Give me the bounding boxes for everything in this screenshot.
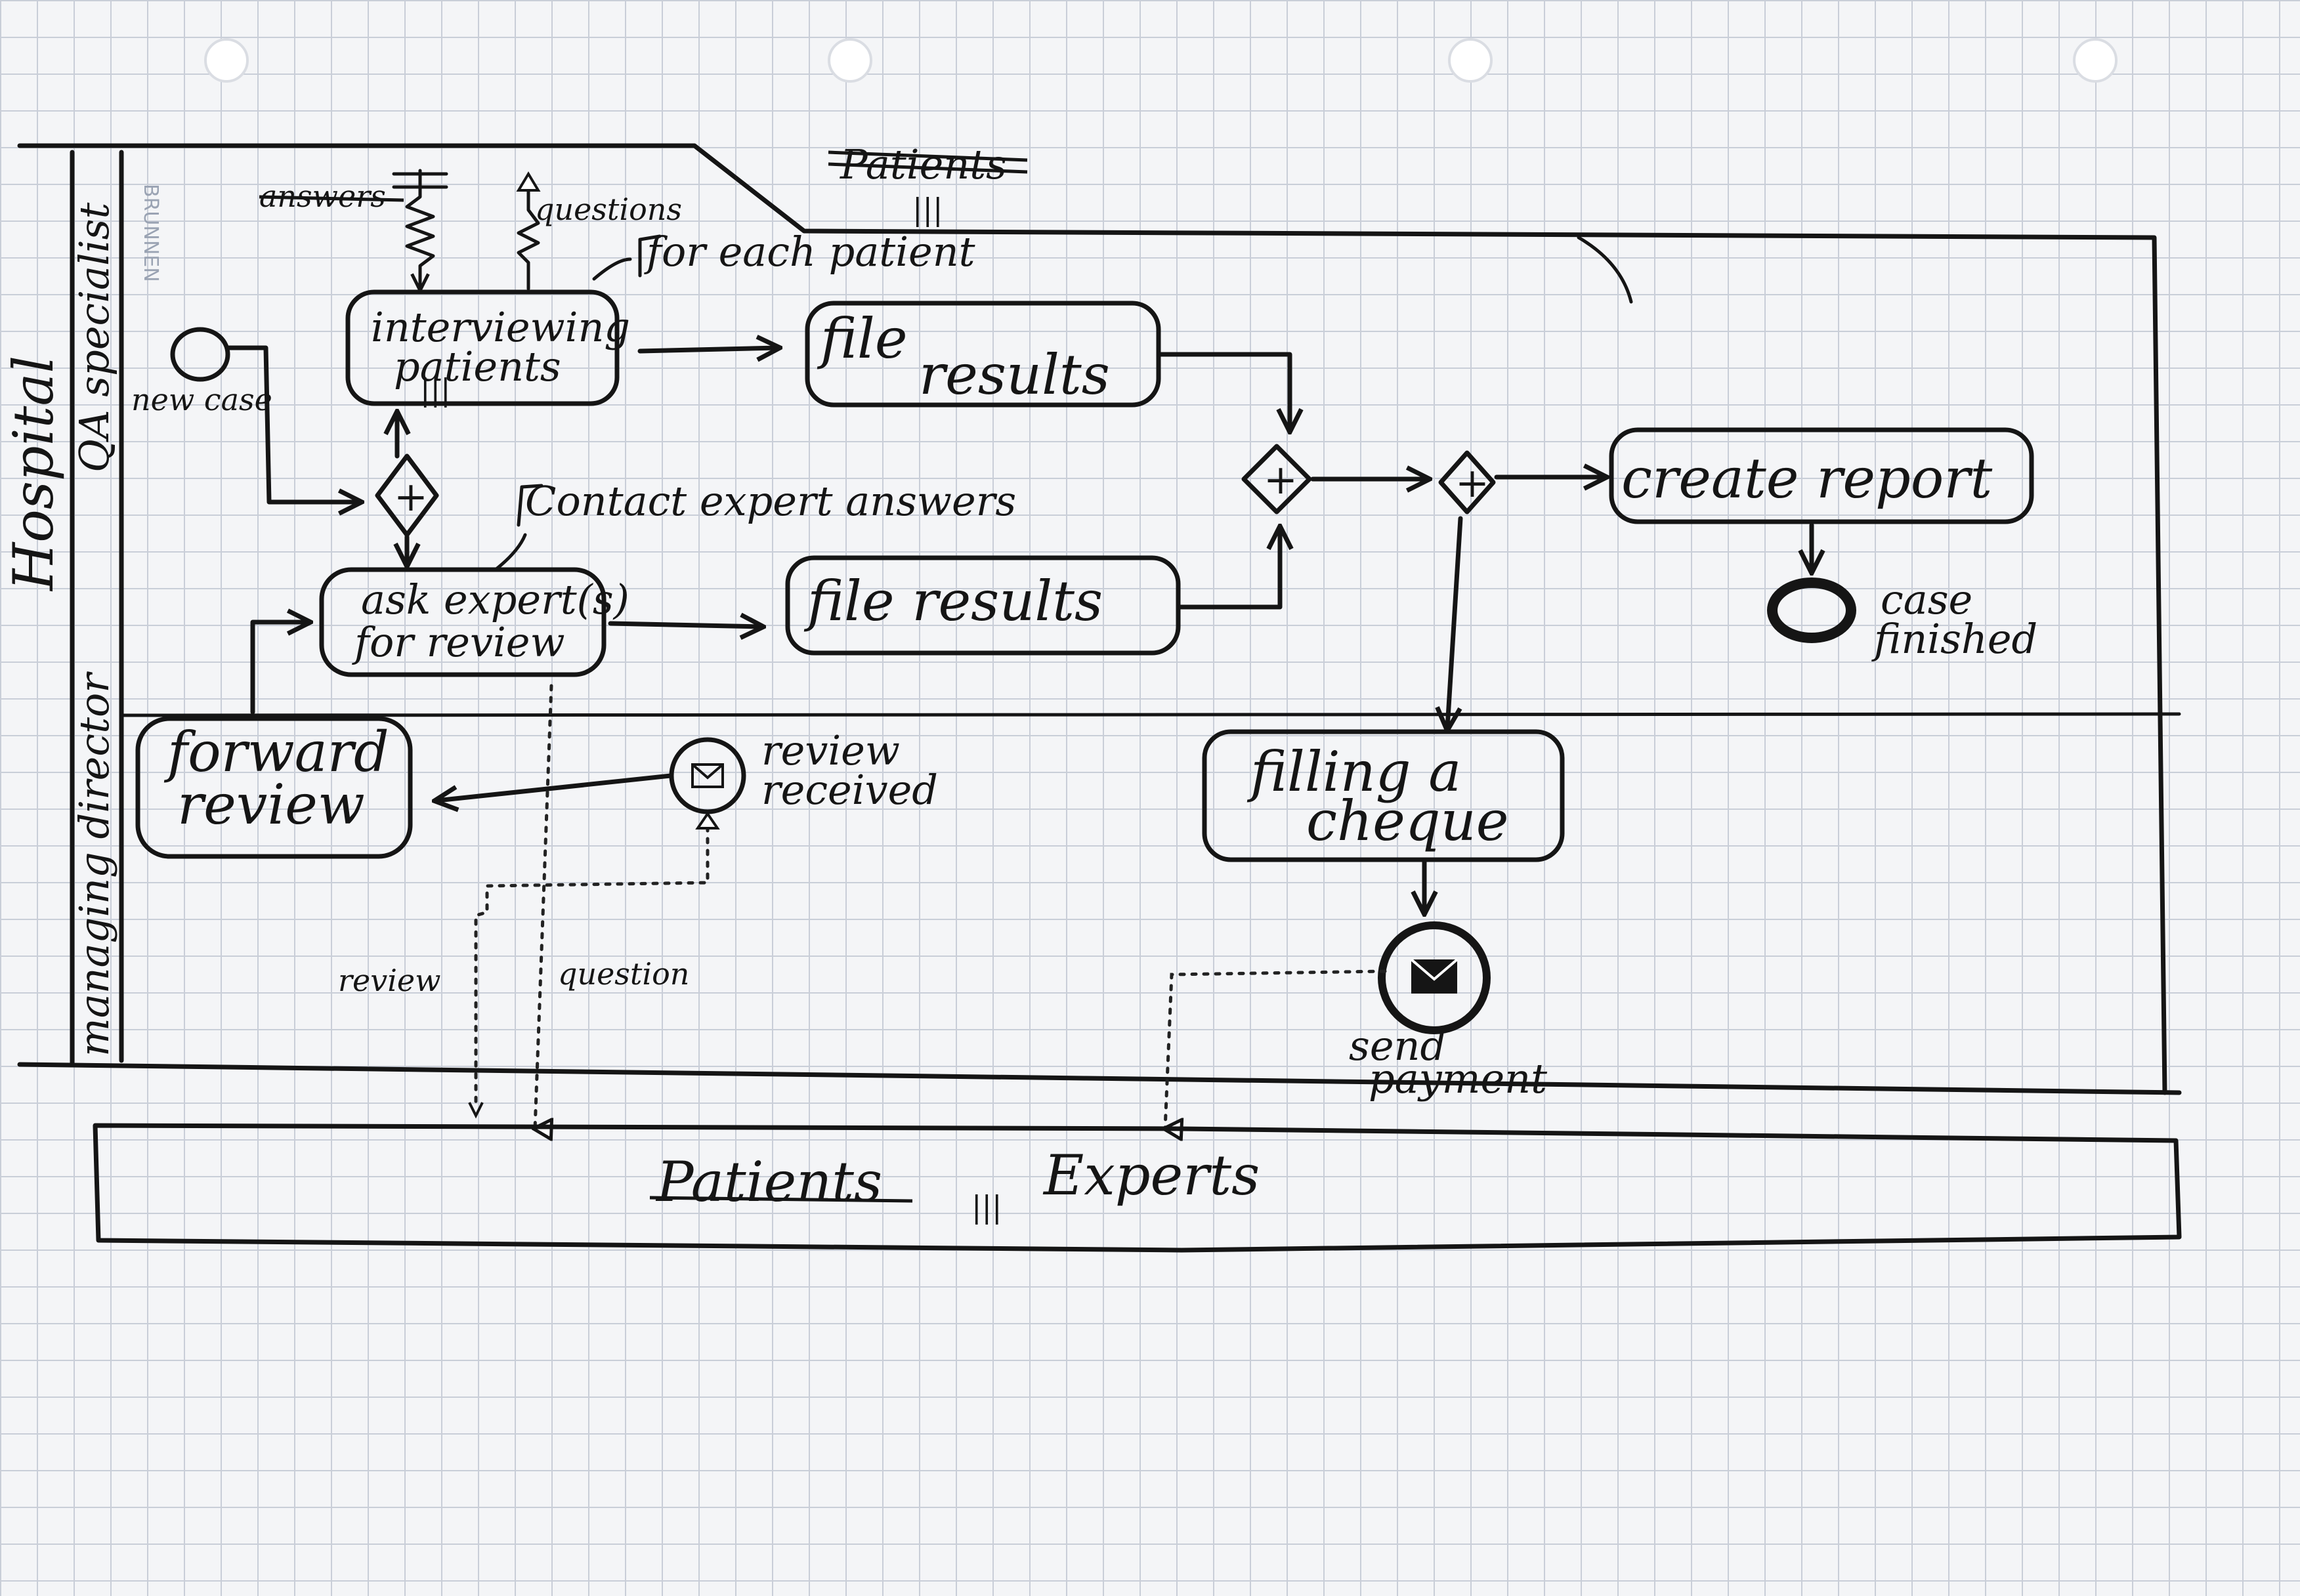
annotation-contact-expert: Contact expert answers <box>494 477 1016 572</box>
annotation-for-each-patient: for each patient <box>592 228 975 281</box>
end-event-label-line1: case <box>1881 576 1972 623</box>
message-flow-questions: questions <box>516 171 682 291</box>
paper-brand: BRUNNEN <box>139 184 162 282</box>
event-review-received: review received <box>669 726 938 814</box>
gateway-parallel-split: + <box>375 453 439 537</box>
task-filling-cheque-line2: cheque <box>1306 789 1508 853</box>
task-file-results-2-label: file results <box>803 569 1103 633</box>
label-review: review <box>338 963 441 998</box>
message-flows-dotted: review question <box>338 684 1387 1129</box>
send-payment-label-line2: payment <box>1369 1055 1547 1102</box>
gateway-join: + <box>1241 444 1312 514</box>
task-forward-review-line1: forward <box>163 720 389 784</box>
task-file-results-1: file results <box>805 301 1161 408</box>
task-interview-line1: interviewing <box>371 303 630 351</box>
task-file-results-2: file results <box>785 555 1181 656</box>
end-event: case finished <box>1767 576 2037 663</box>
task-create-report-label: create report <box>1621 446 1993 511</box>
task-file-results-1-line2: results <box>919 343 1110 407</box>
send-payment-label-line1: send <box>1349 1022 1446 1070</box>
gateway-split-2-symbol: + <box>1455 459 1489 507</box>
bottom-pool: Patients ||| Experts <box>93 1123 2182 1253</box>
lane-label-managing-director: managing director <box>70 671 118 1057</box>
gateway-split-2: + <box>1438 450 1496 514</box>
task-forward-review-line2: review <box>177 772 365 837</box>
annotation-text-for-each-patient: for each patient <box>644 228 975 276</box>
start-event: new case <box>131 327 272 417</box>
bottom-pool-name-struck: Patients <box>655 1150 882 1214</box>
binder-holes <box>204 38 2118 83</box>
lane-label-qa-specialist: QA specialist <box>70 202 118 472</box>
multi-instance-marker: ||| <box>420 372 451 408</box>
label-questions: questions <box>535 192 682 227</box>
sequence-flows <box>225 348 1812 728</box>
bottom-pool-multi-marker: ||| <box>971 1189 1002 1225</box>
task-interview-line2: patients <box>394 343 561 390</box>
message-flow-answers: answers <box>259 169 448 289</box>
task-create-report: create report <box>1609 427 2034 524</box>
gateway-join-symbol: + <box>1264 455 1298 503</box>
task-ask-expert-line1: ask expert(s) <box>361 576 629 623</box>
start-event-label: new case <box>131 382 272 417</box>
review-received-label-line2: received <box>761 766 938 814</box>
bottom-pool-name: Experts <box>1042 1143 1260 1208</box>
task-filling-cheque: filling a cheque <box>1202 729 1565 862</box>
director-flows <box>437 773 1424 912</box>
label-question: question <box>558 956 689 992</box>
task-ask-expert: ask expert(s) for review <box>319 567 629 677</box>
task-ask-expert-line2: for review <box>352 618 565 666</box>
task-interviewing-patients: interviewing patients ||| <box>345 289 630 408</box>
gateway-split-symbol: + <box>394 472 428 520</box>
pool-label-hospital: Hospital <box>1 356 66 592</box>
review-received-label-line1: review <box>761 726 900 774</box>
hospital-pool: Hospital QA specialist managing director <box>1 143 2182 1095</box>
end-event-label-line2: finished <box>1871 615 2037 663</box>
task-forward-review: forward review <box>135 716 413 859</box>
task-file-results-1-line1: file <box>817 306 908 371</box>
event-send-payment: send payment <box>1349 921 1547 1102</box>
annotation-text-contact-expert: Contact expert answers <box>525 477 1016 525</box>
task-filling-cheque-line1: filling a <box>1246 740 1461 804</box>
top-patients-pool-label: Patients ||| <box>828 140 1028 227</box>
top-pool-multi-marker: ||| <box>912 192 943 227</box>
